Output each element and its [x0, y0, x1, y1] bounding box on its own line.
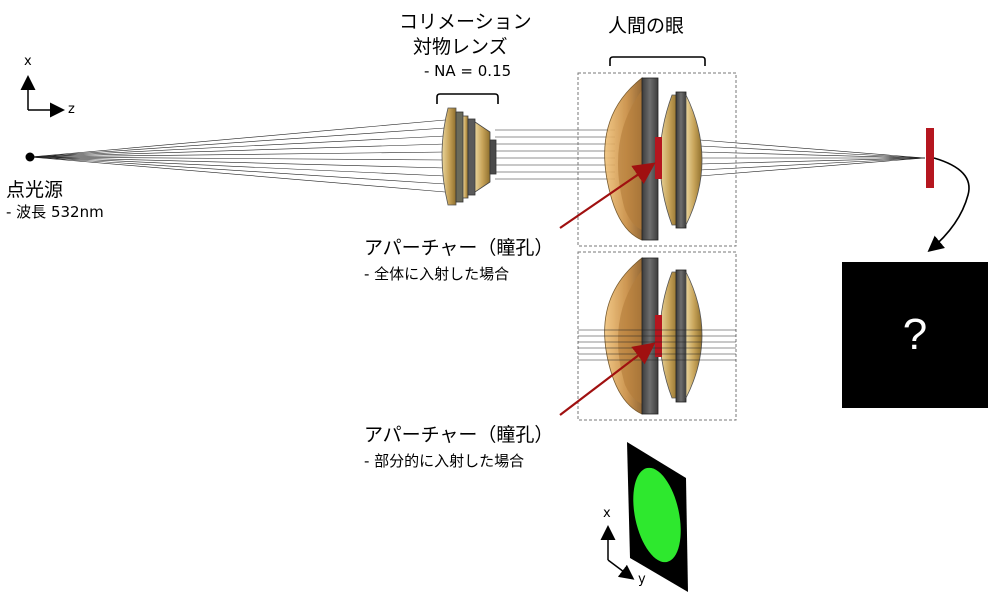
spot-image — [627, 442, 688, 592]
point-source-label: 点光源 — [6, 179, 64, 201]
result-arrow — [927, 157, 970, 253]
main-x-axis-label: x — [24, 54, 32, 69]
human-eye-label: 人間の眼 — [608, 15, 685, 37]
aperture-full-note: - 全体に入射した場合 — [364, 265, 510, 283]
eye-bracket — [609, 56, 706, 66]
na-label: - NA = 0.15 — [424, 62, 512, 80]
eye-panel-full — [577, 72, 737, 247]
collimation-bracket — [436, 93, 499, 104]
wavelength-label: - 波長 532nm — [6, 203, 104, 221]
spot-axes — [600, 525, 635, 580]
pointer-arrow-full — [559, 162, 656, 229]
eye-panel-partial — [577, 251, 737, 421]
main-axes — [20, 75, 65, 118]
detector-marker — [926, 128, 934, 188]
aperture-full-label: アパーチャー（瞳孔） — [364, 237, 554, 259]
result-box — [842, 262, 988, 408]
result-unknown-mark: ? — [902, 310, 928, 359]
collimation-label-2: 対物レンズ — [413, 36, 508, 58]
pointer-arrow-partial — [559, 342, 656, 416]
aperture-partial-note: - 部分的に入射した場合 — [364, 452, 525, 470]
collimation-label-1: コリメーション — [399, 11, 532, 33]
aperture-full-marker — [655, 137, 662, 179]
aperture-partial-label: アパーチャー（瞳孔） — [364, 424, 554, 446]
main-z-axis-label: z — [68, 102, 75, 117]
ray-bundle-diverging — [29, 119, 446, 193]
spot-x-axis-label: x — [603, 506, 611, 521]
point-source-dot — [25, 152, 35, 162]
ray-bundle-converging — [699, 139, 926, 177]
ray-bundle-collimated — [495, 129, 615, 180]
collimation-lens-group — [441, 107, 497, 206]
spot-y-axis-label: y — [638, 572, 646, 587]
